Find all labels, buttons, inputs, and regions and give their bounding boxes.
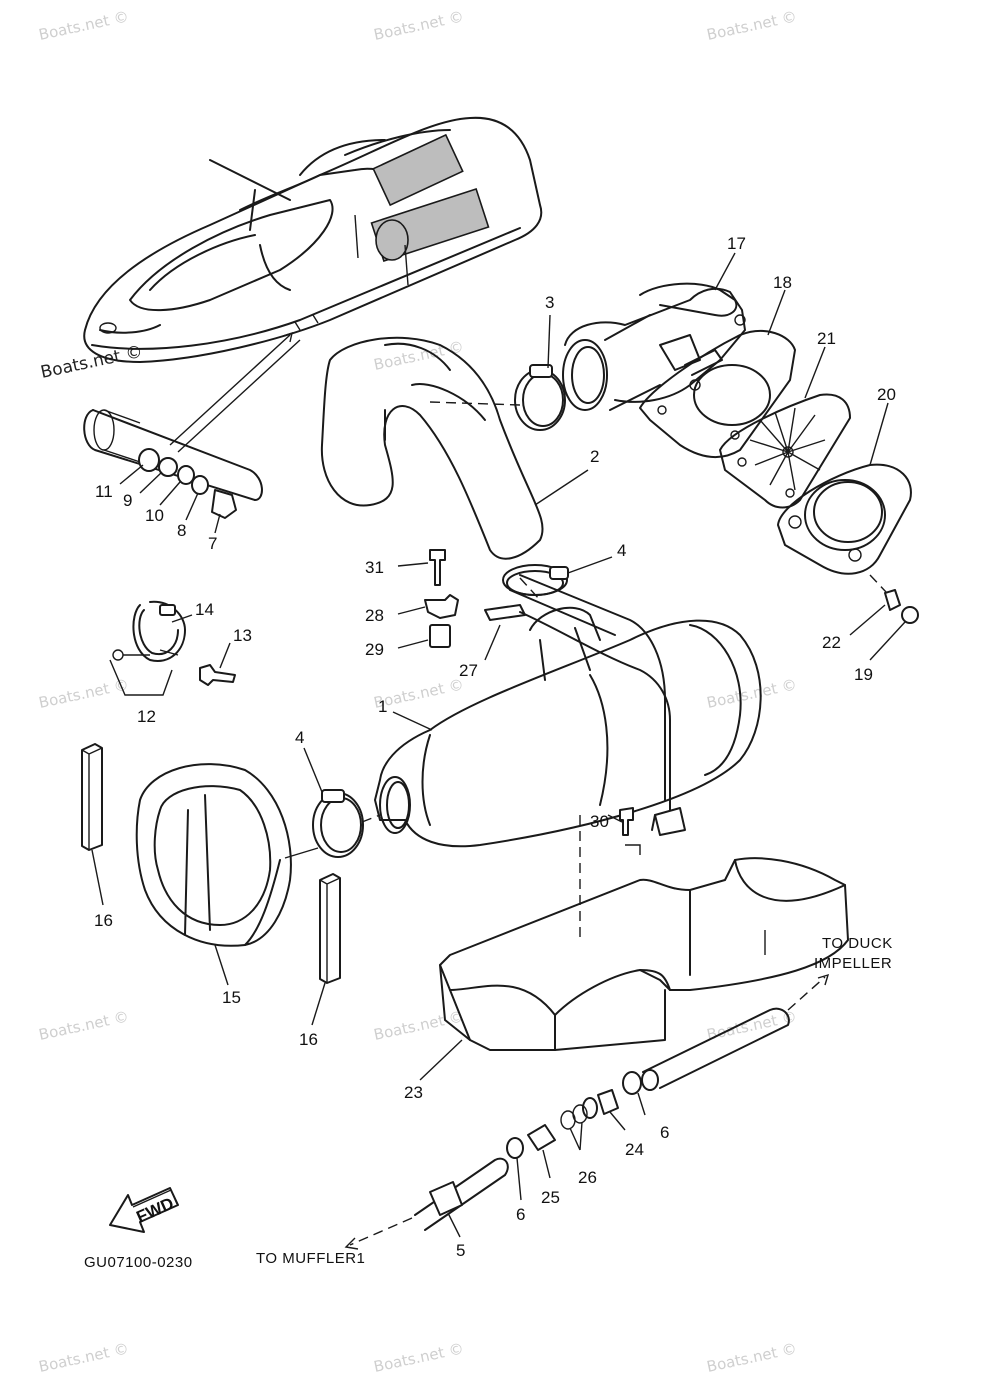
- strap-hardware: [397, 549, 501, 661]
- leader-1: [392, 711, 433, 731]
- watermark: Boats.net ©: [37, 1339, 130, 1376]
- callout-31: 31: [365, 558, 384, 577]
- callout-8: 8: [177, 521, 186, 540]
- leader-4: [567, 556, 613, 574]
- muffler: [374, 574, 762, 848]
- muffler-tray: [419, 857, 849, 1081]
- callout-9: 9: [123, 491, 132, 510]
- callout-2: 2: [590, 447, 599, 466]
- rubber-boot: [135, 763, 319, 986]
- watermark: Boats.net ©: [705, 675, 798, 712]
- watermark: Boats.net ©: [372, 337, 465, 374]
- watermark: Boats.net ©: [37, 675, 130, 712]
- hose-clamp-4-upper: [502, 564, 569, 596]
- hose-clamp-4-lower: [303, 747, 381, 858]
- callout-16: 16: [94, 911, 113, 930]
- leader-3: [547, 314, 551, 369]
- callout-numbers: 1 2 3 4 4 5 6 6 7 8 9 10 11 12 13 14 15 …: [94, 234, 896, 1260]
- callout-1: 1: [378, 697, 387, 716]
- leader-17: [714, 252, 736, 291]
- callout-4: 4: [617, 541, 626, 560]
- bracket-fasteners: [119, 448, 237, 534]
- flange-bolts: [849, 574, 919, 661]
- gasket-18: [639, 330, 796, 459]
- callout-7: 7: [208, 534, 217, 553]
- callout-23: 23: [404, 1083, 423, 1102]
- watermark: Boats.net ©: [372, 1339, 465, 1376]
- callout-11: 11: [95, 482, 113, 501]
- muffler-strap: [484, 604, 671, 811]
- leader-2: [534, 469, 589, 506]
- watermark: Boats.net ©: [705, 7, 798, 44]
- callout-24: 24: [625, 1140, 644, 1159]
- callout-17: 17: [727, 234, 746, 253]
- diagram-code: GU07100-0230: [84, 1254, 193, 1271]
- bolt-30: [619, 807, 641, 855]
- callout-27: 27: [459, 661, 478, 680]
- hose-clamp-3: [514, 364, 566, 431]
- callout-20: 20: [877, 385, 896, 404]
- callout-28: 28: [365, 606, 384, 625]
- mounting-bracket: [83, 331, 301, 501]
- callout-18: 18: [773, 273, 792, 292]
- callout-14: 14: [195, 600, 214, 619]
- gasket-21: [719, 393, 851, 509]
- callout-6: 6: [660, 1123, 669, 1142]
- callout-3: 3: [545, 293, 554, 312]
- callout-13: 13: [233, 626, 252, 645]
- impeller-hose: [641, 973, 830, 1091]
- watermark: Boats.net ©: [372, 7, 465, 44]
- watermark: Boats.net ©: [37, 1007, 130, 1044]
- foam-strip-center: [311, 873, 341, 1026]
- callout-21: 21: [817, 329, 836, 348]
- callout-4: 4: [295, 728, 304, 747]
- callout-10: 10: [145, 506, 164, 525]
- callout-22: 22: [822, 633, 841, 652]
- fwd-arrow-icon: FWD: [109, 1187, 179, 1233]
- callout-15: 15: [222, 988, 241, 1007]
- callout-25: 25: [541, 1188, 560, 1207]
- leader-21: [804, 346, 826, 399]
- callout-6: 6: [516, 1205, 525, 1224]
- watermark: Boats.net ©: [705, 1007, 798, 1044]
- outlet-flange: [777, 463, 912, 575]
- leader-20: [869, 402, 889, 466]
- watermark: Boats.net ©: [705, 1339, 798, 1376]
- fittings: [344, 1071, 646, 1250]
- callout-16: 16: [299, 1030, 318, 1049]
- leader-30: [607, 814, 623, 823]
- to-duck-label: TO DUCK: [822, 935, 893, 952]
- clamp-assembly: [109, 600, 236, 696]
- callout-30: 30: [590, 812, 609, 831]
- callout-12: 12: [137, 707, 156, 726]
- foam-strip-left: [81, 743, 104, 906]
- callout-29: 29: [365, 640, 384, 659]
- to-muffler-label: TO MUFFLER1: [256, 1250, 365, 1267]
- callout-5: 5: [456, 1241, 465, 1260]
- callout-26: 26: [578, 1168, 597, 1187]
- impeller-label: IMPELLER: [814, 955, 892, 972]
- watercraft-illustration: [83, 116, 543, 363]
- exhaust-pipe: [320, 336, 544, 601]
- callout-19: 19: [854, 665, 873, 684]
- watermark: Boats.net ©: [37, 7, 130, 44]
- leader-18: [767, 289, 786, 336]
